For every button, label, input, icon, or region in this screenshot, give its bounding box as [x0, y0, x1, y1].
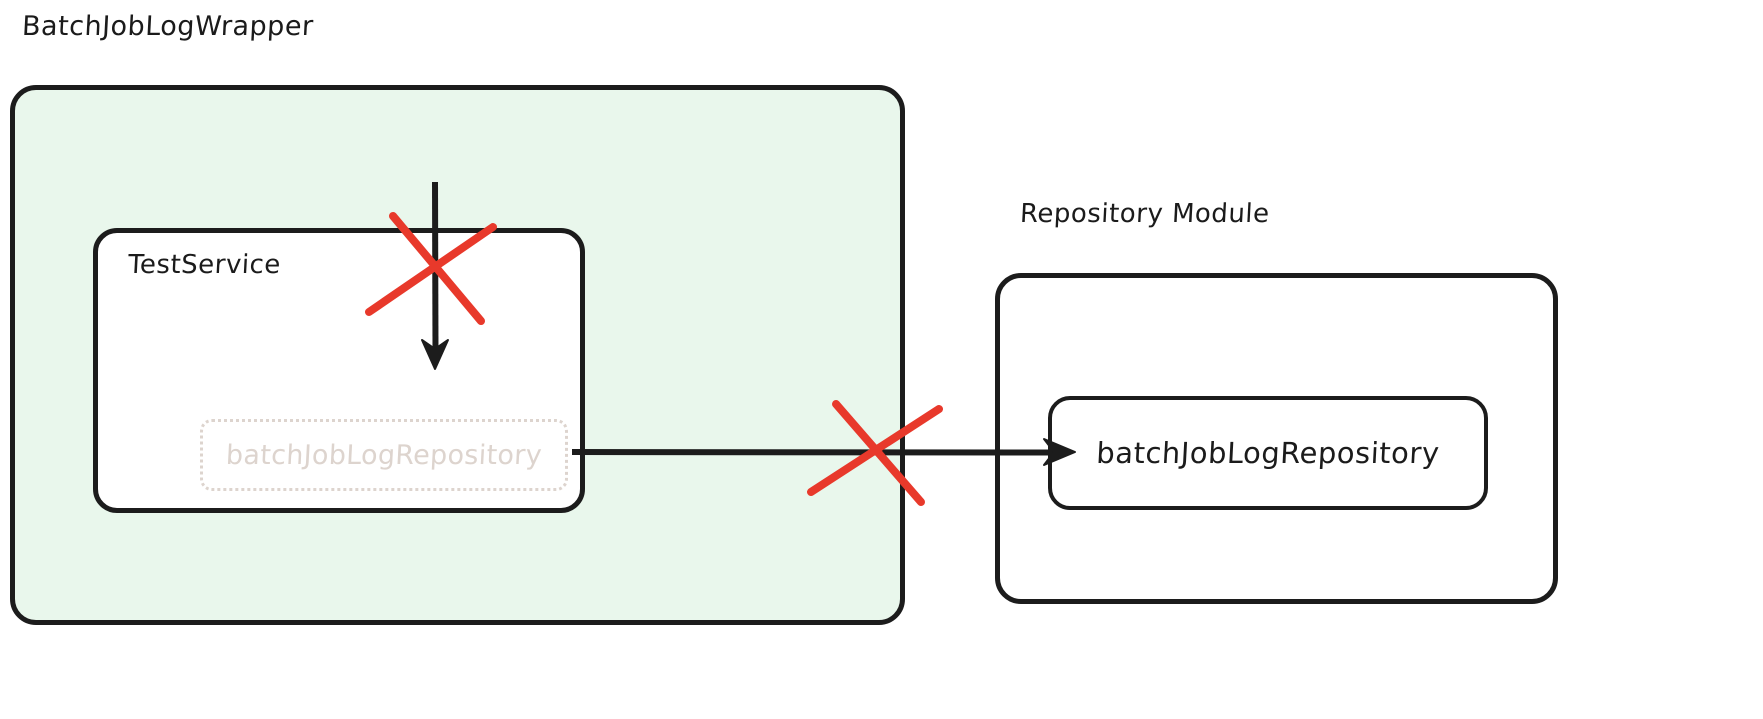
repository-module-label: Repository Module	[1019, 199, 1271, 229]
injected-field-label: batchJobLogRepository	[225, 439, 543, 471]
injected-field-placeholder: batchJobLogRepository	[200, 419, 568, 491]
repository-bean-box: batchJobLogRepository	[1048, 396, 1488, 510]
test-service-label: TestService	[127, 250, 282, 280]
test-service-box	[93, 228, 585, 513]
repository-bean-label: batchJobLogRepository	[1095, 436, 1441, 470]
page-title: BatchJobLogWrapper	[21, 11, 315, 42]
